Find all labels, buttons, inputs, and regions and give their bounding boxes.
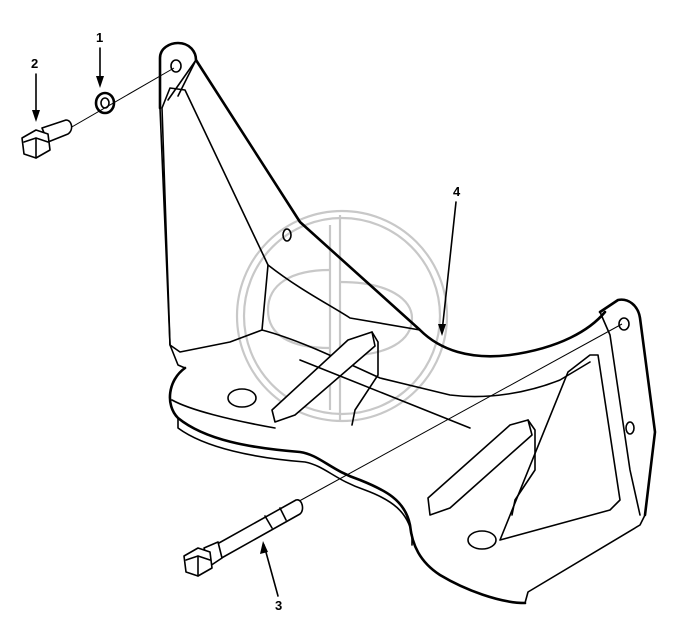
right-wedge-block [427,419,533,516]
left-wedge-block [271,331,376,423]
base-center-seam [299,359,471,429]
washer [94,91,116,115]
callout-label-4: 4 [453,184,461,199]
left-upright-inner-edge [167,59,197,101]
right-upright-edge [599,311,641,516]
base-plate-right-rim [524,514,646,604]
base-left-hole [227,388,257,408]
base-plate-top-edge [171,399,276,429]
right-wedge-shadow [511,419,536,516]
upright-mid-hole [282,228,292,242]
callout-1: 1 [96,30,104,88]
callout-2: 2 [31,56,40,122]
upright-top-hole [170,59,182,73]
right-upright [598,298,657,517]
left-upright-face [161,87,269,353]
callout-3: 3 [260,541,282,613]
left-upright-flange [267,264,421,331]
callout-label-3: 3 [275,598,282,613]
watermark-logo [235,209,449,423]
base-plate-lower-edge [177,417,413,546]
bracket-arch [261,329,591,398]
left-upright-side [159,107,186,369]
callout-label-2: 2 [31,56,38,71]
right-upright-face [499,354,621,541]
callout-label-1: 1 [96,30,103,45]
mounting-bracket [158,41,657,605]
assembly-line-bottom [291,323,623,506]
left-wedge-shadow [351,331,379,426]
left-upright-back [177,59,197,97]
right-upright-top-hole [618,317,630,331]
right-upright-mid-hole [625,421,635,435]
capscrew-long [183,499,304,577]
callout-4: 4 [438,184,461,336]
base-right-hole [467,530,497,550]
assembly-line-top [69,67,175,129]
capscrew-short [21,119,73,159]
left-upright [158,41,607,358]
